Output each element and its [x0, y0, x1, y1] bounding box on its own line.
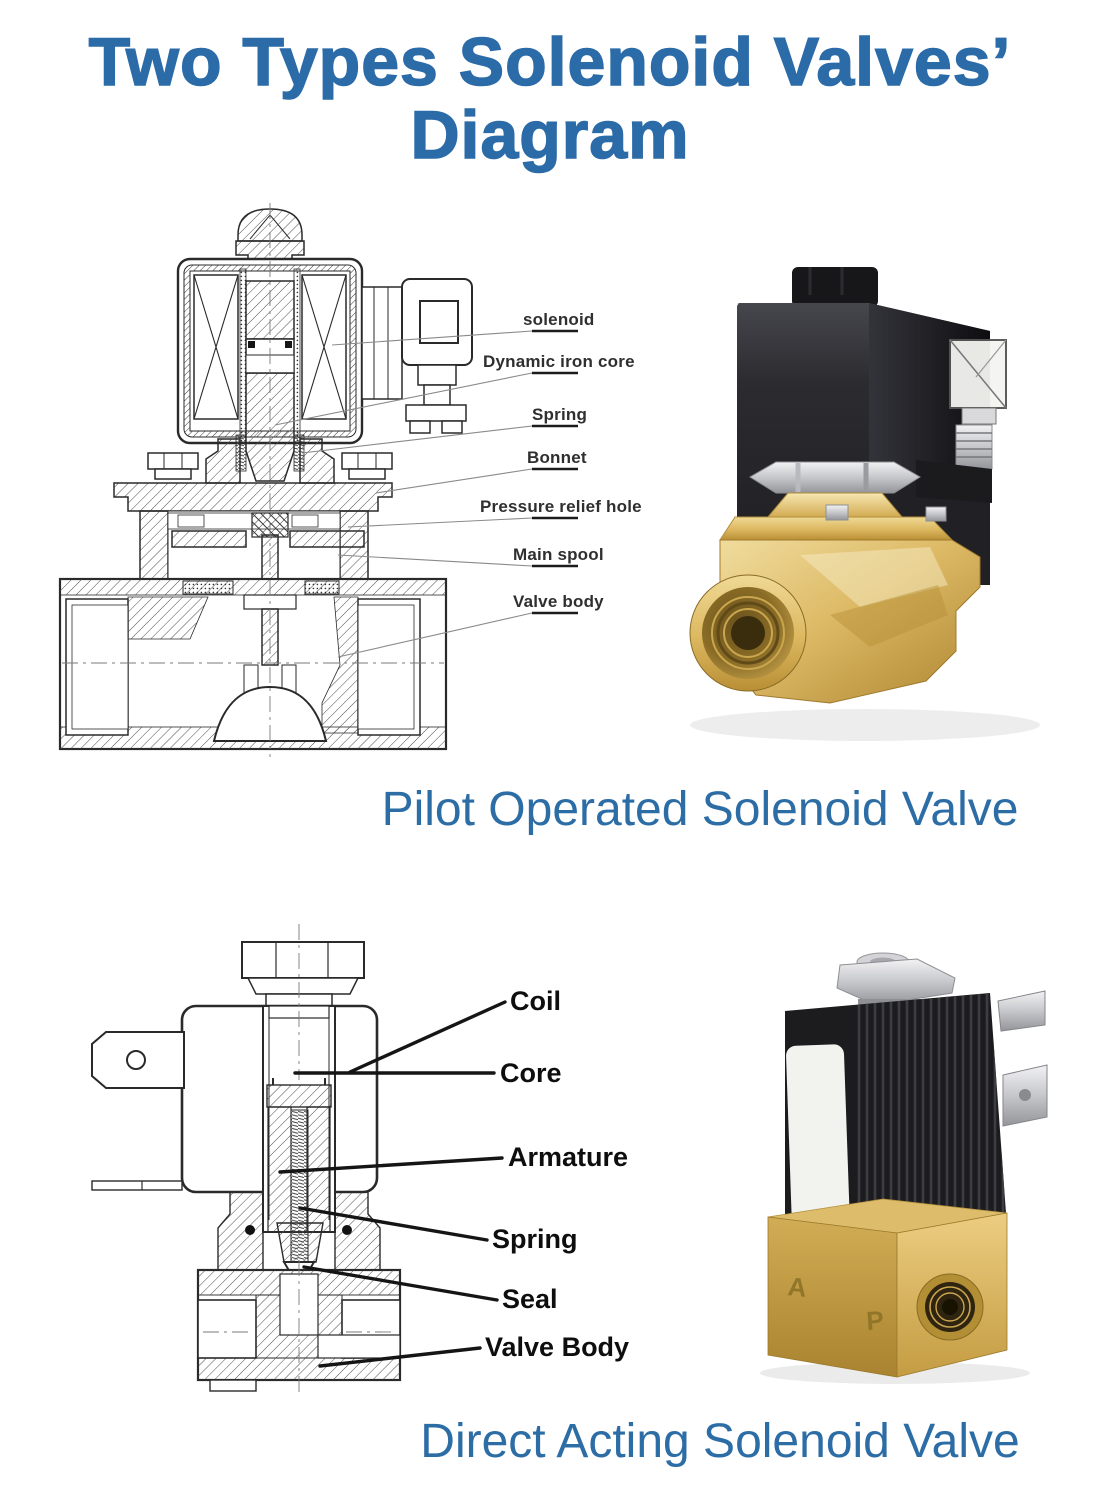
pilot-label-main-spool: Main spool — [513, 545, 604, 564]
pilot-label-valve-body: Valve body — [513, 592, 604, 611]
direct-leader-lines — [278, 1000, 507, 1368]
bolt-right — [341, 452, 393, 480]
pilot-caption: Pilot Operated Solenoid Valve — [381, 783, 1019, 836]
valve-body-drawing — [58, 577, 448, 751]
title-line-2: Diagram — [410, 96, 690, 173]
pilot-label-bonnet: Bonnet — [527, 448, 587, 467]
direct-label-valve-body: Valve Body — [485, 1332, 629, 1362]
armature-collar — [266, 1084, 332, 1108]
direct-drawing — [91, 924, 402, 1394]
direct-label-armature: Armature — [508, 1142, 628, 1172]
photo-shadow — [690, 709, 1040, 741]
coil-winding-left — [193, 274, 239, 420]
direct-label-seal: Seal — [502, 1284, 558, 1314]
pilot-photo-port — [689, 574, 807, 692]
seal-holder — [276, 1222, 324, 1263]
direct-photo-brass-block: A P — [767, 1198, 1008, 1378]
bonnet-plate — [113, 482, 393, 512]
direct-bonnet — [217, 1191, 381, 1279]
direct-label-spring: Spring — [492, 1224, 578, 1254]
pilot-drawing — [58, 203, 473, 757]
pilot-cross-section-diagram: solenoid Dynamic iron core Spring Bonnet… — [58, 203, 642, 757]
direct-port-left — [197, 1299, 257, 1359]
title-line-1: Two Types Solenoid Valves’ — [88, 24, 1012, 100]
pilot-photo-body — [689, 461, 981, 704]
direct-cross-section-diagram: Coil Core Armature Spring Seal Valve Bod… — [91, 924, 629, 1394]
coil-winding-right — [301, 274, 347, 420]
direct-caption: Direct Acting Solenoid Valve — [420, 1415, 1020, 1468]
bolt-left — [147, 452, 199, 480]
direct-photo-spades — [997, 990, 1048, 1127]
direct-label-core: Core — [500, 1058, 562, 1088]
direct-valve-photo: A P — [760, 952, 1048, 1384]
coil-label-sticker — [786, 1044, 850, 1236]
pilot-photo-connector — [916, 339, 1007, 503]
direct-label-coil: Coil — [510, 986, 561, 1016]
pilot-leader-lines — [274, 329, 578, 658]
pilot-part-labels: solenoid Dynamic iron core Spring Bonnet… — [480, 310, 642, 611]
pilot-valve-photo — [689, 267, 1040, 741]
armature-left — [267, 1106, 292, 1233]
diaphragm-dome — [212, 685, 328, 742]
direct-part-labels: Coil Core Armature Spring Seal Valve Bod… — [485, 986, 629, 1362]
spade-connector — [91, 1031, 185, 1191]
page-title: Two Types Solenoid Valves’ Diagram — [0, 24, 1100, 173]
pilot-label-dynamic-iron-core: Dynamic iron core — [483, 352, 635, 371]
pilot-label-solenoid: solenoid — [523, 310, 595, 329]
top-nut — [241, 941, 365, 1009]
pilot-label-spring: Spring — [532, 405, 587, 424]
port-marking-p: P — [865, 1305, 884, 1336]
direct-photo-port — [916, 1273, 984, 1341]
port-marking-a: A — [786, 1271, 808, 1303]
pilot-label-pressure-relief-hole: Pressure relief hole — [480, 497, 642, 516]
